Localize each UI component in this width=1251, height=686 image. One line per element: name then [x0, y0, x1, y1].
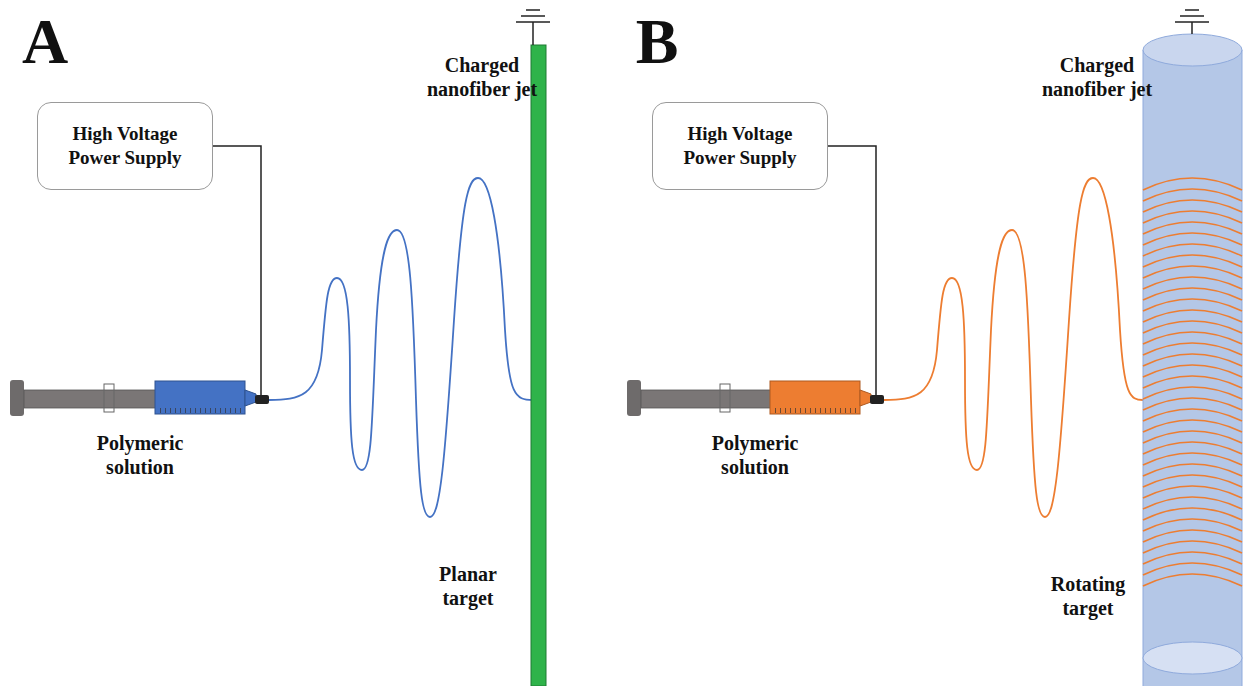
panel-a-art: [10, 10, 550, 686]
ground-symbol: [521, 15, 545, 17]
plunger-stop: [104, 384, 114, 412]
rotating-target: [1143, 50, 1242, 686]
barrel-scale: [772, 407, 858, 413]
plunger-head: [627, 380, 641, 416]
plunger-rod: [24, 390, 156, 408]
solution-label: Polymeric solution: [80, 431, 200, 479]
wire: [828, 146, 876, 397]
jet-label: Charged nanofiber jet: [1037, 53, 1157, 101]
syringe-nozzle: [245, 390, 256, 406]
cylinder-end: [1143, 642, 1242, 674]
panel-letter: B: [617, 4, 697, 81]
needle: [255, 395, 269, 404]
panel-letter: A: [5, 4, 85, 81]
fiber-windings: [1143, 178, 1242, 586]
plunger-head: [10, 380, 24, 416]
power-supply-box: High Voltage Power Supply: [37, 102, 213, 190]
needle: [870, 395, 884, 404]
syringe-barrel: [770, 381, 860, 414]
nanofiber-jet: [269, 178, 533, 517]
power-supply-box: High Voltage Power Supply: [652, 102, 828, 190]
ground-wire: [1191, 22, 1193, 34]
syringe-barrel: [155, 381, 245, 414]
ground-symbol: [516, 21, 550, 23]
plunger-rod: [641, 390, 771, 408]
ground-symbol: [1180, 15, 1204, 17]
ground-wire: [532, 22, 534, 45]
ground-symbol: [1185, 9, 1199, 11]
box-text: High Voltage Power Supply: [664, 122, 816, 170]
barrel-scale: [157, 407, 243, 413]
syringe-nozzle: [860, 390, 871, 406]
target-label: Planar target: [423, 562, 513, 610]
target-label: Rotating target: [1043, 572, 1133, 620]
cylinder-top: [1143, 34, 1242, 66]
planar-target: [531, 45, 546, 686]
plunger-stop: [720, 384, 730, 412]
fiber-winding: [1143, 574, 1242, 586]
nanofiber-jet: [884, 178, 1143, 517]
panel-b-art: [627, 10, 1242, 686]
solution-label: Polymeric solution: [695, 431, 815, 479]
box-text: High Voltage Power Supply: [49, 122, 201, 170]
wire: [213, 146, 261, 397]
jet-label: Charged nanofiber jet: [422, 53, 542, 101]
ground-symbol: [1175, 21, 1209, 23]
ground-symbol: [526, 9, 540, 11]
